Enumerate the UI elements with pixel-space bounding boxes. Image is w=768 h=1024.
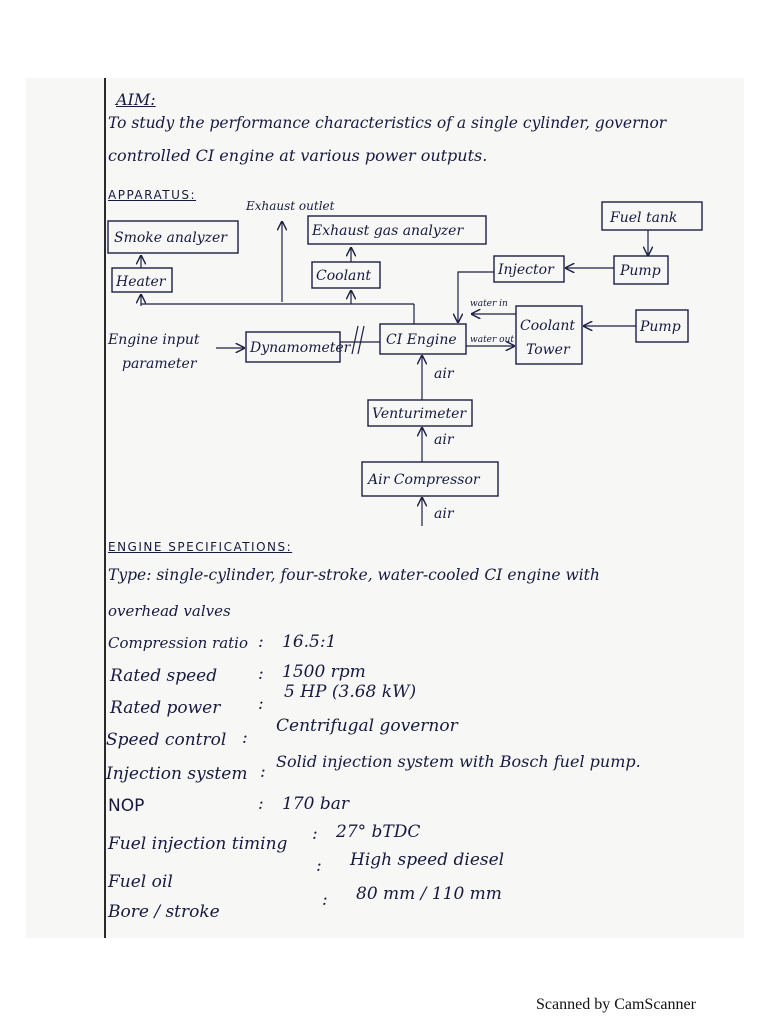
- coolant-label: Coolant: [316, 268, 371, 284]
- coupling-mark-1: [351, 325, 359, 355]
- injector-label: Injector: [497, 262, 555, 278]
- heater-box: [111, 267, 173, 293]
- air-label-3: air: [434, 506, 455, 522]
- air-label-1: air: [434, 366, 455, 382]
- spec-label: Fuel injection timing: [108, 834, 288, 854]
- spec-value: Solid injection system with Bosch fuel p…: [276, 752, 641, 771]
- dynamometer-label: Dynamometer: [249, 340, 352, 356]
- exhaust-gas-analyzer-label: Exhaust gas analyzer: [311, 223, 464, 239]
- water-in-label: water in: [470, 299, 508, 309]
- apparatus-heading: APPARATUS:: [108, 188, 197, 202]
- coolant-box: [311, 261, 381, 289]
- spec-value: 80 mm / 110 mm: [356, 884, 502, 904]
- spec-value: 5 HP (3.68 kW): [284, 682, 417, 702]
- engine-input-label-1: Engine input: [107, 332, 200, 348]
- specs-heading: ENGINE SPECIFICATIONS:: [108, 540, 293, 554]
- air-label-2: air: [434, 432, 455, 448]
- spec-label: Fuel oil: [108, 872, 173, 892]
- smoke-analyzer-box: [107, 220, 239, 254]
- pump-top-box: [613, 255, 669, 285]
- margin-line: [104, 78, 106, 938]
- spec-label: Injection system: [106, 764, 248, 784]
- pump-right-box: [635, 309, 689, 343]
- heater-label: Heater: [115, 274, 167, 290]
- venturimeter-box: [367, 399, 473, 427]
- air-compressor-label: Air Compressor: [366, 472, 481, 488]
- spec-value: High speed diesel: [350, 850, 505, 870]
- spec-label: Compression ratio: [108, 634, 249, 652]
- spec-colon: :: [258, 664, 264, 684]
- spec-colon: :: [242, 728, 248, 748]
- aim-line-1: To study the performance characteristics…: [108, 114, 667, 132]
- aim-line-2: controlled CI engine at various power ou…: [108, 146, 488, 165]
- ci-engine-box: [379, 323, 467, 355]
- spec-colon: :: [258, 694, 264, 714]
- apparatus-diagram: Exhaust outlet Smoke analyzer Heater Exh…: [107, 199, 703, 526]
- air-compressor-box: [361, 461, 499, 497]
- dynamometer-box: [245, 331, 341, 363]
- fuel-tank-box: [601, 201, 703, 231]
- spec-value: 16.5:1: [282, 632, 337, 652]
- exhaust-outlet-label: Exhaust outlet: [245, 199, 335, 213]
- notebook-page: AIM: To study the performance characteri…: [26, 78, 744, 938]
- coolant-tower-label-2: Tower: [526, 342, 571, 358]
- spec-label: Bore / stroke: [108, 902, 220, 922]
- injector-box: [493, 255, 565, 283]
- engine-input-label-2: parameter: [122, 356, 198, 372]
- spec-value: 170 bar: [282, 794, 349, 814]
- spec-colon: :: [312, 824, 318, 844]
- spec-colon: :: [260, 762, 266, 782]
- injector-to-engine-arrow: [458, 271, 494, 322]
- spec-label: Speed control: [106, 730, 227, 750]
- spec-value: 27° bTDC: [336, 822, 421, 842]
- spec-value: 1500 rpm: [282, 662, 366, 682]
- type-line-1: Type: single-cylinder, four-stroke, wate…: [108, 566, 600, 584]
- spec-label: Rated power: [110, 698, 221, 718]
- spec-value: Centrifugal governor: [276, 716, 458, 736]
- scanner-watermark: Scanned by CamScanner: [536, 996, 696, 1013]
- coolant-tower-label-1: Coolant: [520, 318, 575, 334]
- spec-colon: :: [258, 632, 264, 652]
- coupling-mark-2: [357, 325, 365, 355]
- exhaust-gas-analyzer-box: [307, 215, 487, 245]
- spec-label: Rated speed: [110, 666, 218, 686]
- spec-colon: :: [322, 890, 328, 910]
- water-out-label: water out: [470, 335, 514, 345]
- pump-top-label: Pump: [619, 263, 661, 279]
- smoke-analyzer-label: Smoke analyzer: [114, 230, 228, 246]
- venturimeter-label: Venturimeter: [372, 406, 467, 422]
- spec-label: NOP: [108, 796, 145, 816]
- aim-heading: AIM:: [116, 90, 156, 109]
- type-line-2: overhead valves: [108, 602, 231, 620]
- pump-right-label: Pump: [639, 319, 681, 335]
- ci-engine-label: CI Engine: [386, 332, 457, 348]
- coolant-tower-box: [515, 305, 583, 365]
- fuel-tank-label: Fuel tank: [609, 210, 677, 226]
- spec-colon: :: [316, 856, 322, 876]
- spec-colon: :: [258, 794, 264, 814]
